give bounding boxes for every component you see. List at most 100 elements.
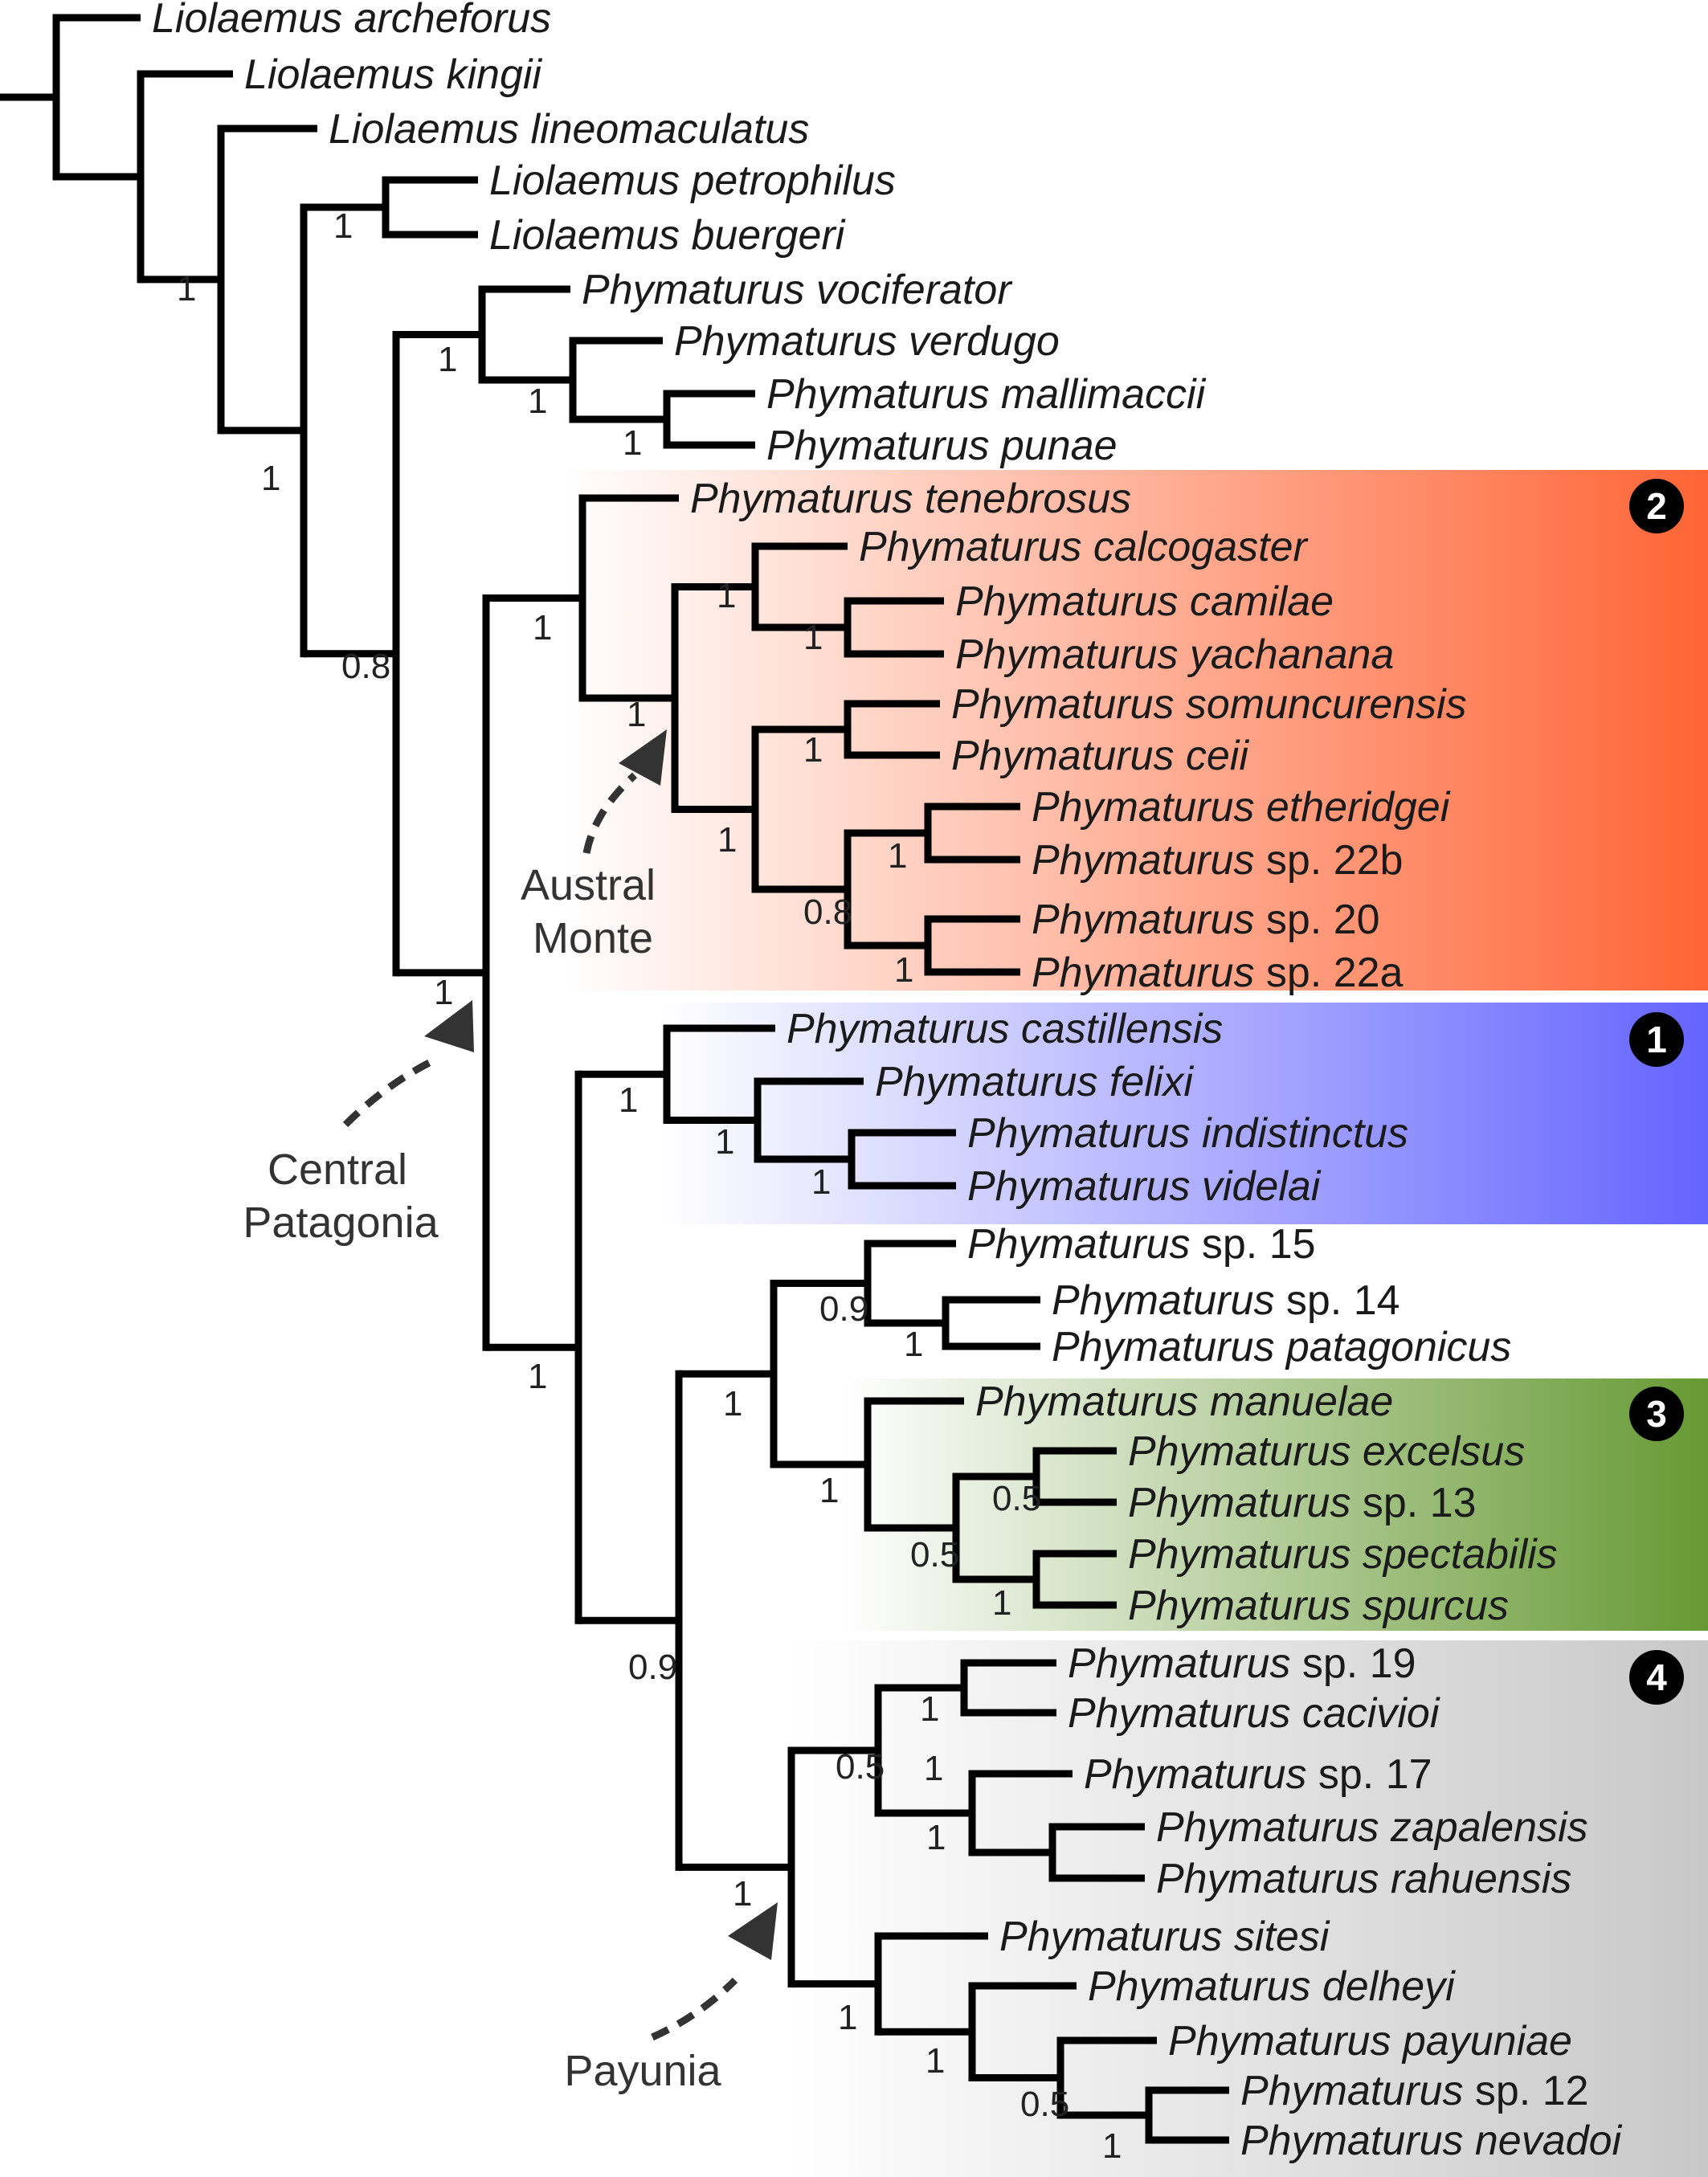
clade-4-highlight bbox=[787, 1640, 1708, 2177]
support-value: 1 bbox=[733, 1874, 752, 1914]
support-value: 1 bbox=[528, 382, 547, 421]
taxon-label: Phymaturus vociferator bbox=[582, 267, 1013, 313]
taxon-label: Phymaturus tenebrosus bbox=[690, 476, 1131, 522]
support-value: 1 bbox=[533, 608, 552, 647]
support-value: 1 bbox=[623, 423, 642, 463]
support-value: 1 bbox=[838, 1998, 857, 2037]
taxon-label: Liolaemus petrophilus bbox=[489, 157, 896, 204]
taxon-label: Phymaturus delheyi bbox=[1088, 1963, 1456, 2010]
taxon-label: Phymaturus payuniae bbox=[1168, 2018, 1572, 2065]
clade-2-badge: 2 bbox=[1629, 479, 1684, 533]
svg-text:4: 4 bbox=[1646, 1656, 1667, 1698]
region-label-payunia: Payunia bbox=[564, 2047, 721, 2095]
support-value: 1 bbox=[926, 1818, 946, 1857]
taxon-label: Phymaturus nevadoi bbox=[1240, 2118, 1622, 2164]
support-value: 1 bbox=[333, 206, 353, 246]
taxon-label: Phymaturus sp. 12 bbox=[1240, 2068, 1589, 2114]
taxon-label: Phymaturus rahuensis bbox=[1156, 1856, 1571, 1902]
taxon-label: Phymaturus sp. 13 bbox=[1128, 1480, 1477, 1526]
region-label-patagonia: Patagonia bbox=[243, 1199, 439, 1247]
support-value: 1 bbox=[723, 1384, 742, 1423]
support-value: 0.5 bbox=[1020, 2085, 1069, 2124]
taxon-label: Phymaturus sp. 15 bbox=[967, 1221, 1316, 1268]
support-value: 1 bbox=[803, 730, 823, 770]
taxon-label: Liolaemus lineomaculatus bbox=[329, 106, 809, 153]
region-label-central: Central bbox=[268, 1146, 407, 1194]
svg-text:3: 3 bbox=[1646, 1393, 1667, 1435]
region-label-austral: Austral bbox=[521, 861, 656, 909]
taxon-label: Phymaturus felixi bbox=[875, 1059, 1194, 1105]
clade-3-highlight bbox=[844, 1378, 1708, 1631]
support-value: 1 bbox=[920, 1689, 939, 1729]
taxon-label: Phymaturus excelsus bbox=[1128, 1428, 1525, 1475]
support-value: 0.5 bbox=[910, 1535, 959, 1575]
taxon-label: Phymaturus yachanana bbox=[955, 631, 1394, 678]
taxon-label: Phymaturus camilae bbox=[955, 578, 1334, 625]
central-patagonia-annotation: Central Patagonia bbox=[243, 1000, 474, 1247]
support-value: 0.9 bbox=[819, 1289, 868, 1329]
taxon-label: Phymaturus etheridgei bbox=[1032, 784, 1451, 831]
payunia-annotation: Payunia bbox=[564, 1902, 778, 2095]
support-value: 1 bbox=[924, 1749, 943, 1788]
support-value: 0.8 bbox=[341, 647, 390, 686]
taxon-label: Phymaturus somuncurensis bbox=[951, 681, 1467, 728]
support-value: 1 bbox=[1102, 2126, 1122, 2166]
support-value: 1 bbox=[803, 618, 823, 657]
taxon-label: Phymaturus sitesi bbox=[999, 1914, 1330, 1960]
support-value: 0.8 bbox=[803, 892, 852, 932]
clade-1-badge: 1 bbox=[1629, 1012, 1684, 1067]
support-value: 1 bbox=[619, 1080, 638, 1120]
taxon-label: Liolaemus archeforus bbox=[152, 0, 551, 42]
support-value: 1 bbox=[177, 269, 196, 308]
support-value: 1 bbox=[888, 836, 907, 876]
support-value: 1 bbox=[261, 459, 280, 498]
support-value: 0.5 bbox=[992, 1479, 1041, 1518]
support-value: 1 bbox=[627, 695, 646, 734]
support-value: 0.5 bbox=[836, 1747, 885, 1787]
region-label-monte: Monte bbox=[533, 914, 653, 962]
taxon-label: Liolaemus buergeri bbox=[489, 212, 846, 259]
taxon-label: Phymaturus sp. 14 bbox=[1052, 1277, 1400, 1324]
taxon-label: Phymaturus punae bbox=[766, 423, 1118, 469]
support-value: 1 bbox=[715, 1122, 734, 1162]
tree-branches bbox=[0, 14, 1229, 2144]
svg-text:1: 1 bbox=[1646, 1019, 1667, 1060]
support-value: 0.9 bbox=[628, 1648, 677, 1687]
taxon-label: Phymaturus sp. 19 bbox=[1068, 1640, 1416, 1687]
support-value: 1 bbox=[811, 1162, 831, 1202]
support-value: 1 bbox=[894, 950, 913, 990]
taxon-label: Phymaturus ceii bbox=[951, 733, 1249, 779]
taxon-label: Phymaturus sp. 22a bbox=[1032, 950, 1404, 996]
support-value: 1 bbox=[992, 1583, 1011, 1623]
clade-1-highlight bbox=[659, 1003, 1708, 1224]
taxon-label: Phymaturus indistinctus bbox=[967, 1110, 1408, 1157]
taxon-label: Phymaturus sp. 22b bbox=[1032, 837, 1403, 884]
taxon-label: Phymaturus zapalensis bbox=[1156, 1804, 1588, 1851]
svg-text:2: 2 bbox=[1646, 485, 1667, 527]
clade-3-badge: 3 bbox=[1629, 1387, 1684, 1441]
taxon-label: Phymaturus verdugo bbox=[674, 318, 1060, 365]
taxon-label: Phymaturus patagonicus bbox=[1052, 1324, 1511, 1370]
support-value: 1 bbox=[904, 1325, 923, 1364]
taxon-label: Phymaturus manuelae bbox=[975, 1378, 1393, 1425]
support-value: 1 bbox=[926, 2041, 945, 2081]
taxon-label: Phymaturus videlai bbox=[967, 1163, 1322, 1210]
support-values: 1 1 1 1 1 1 1 1 1 0.8 1 1 1 1 1 1 1 0.9 0.5 1 0.5 1 1 1 1 1 0.5 1 0.… bbox=[177, 206, 1122, 2166]
austral-monte-annotation: Austral Monte bbox=[521, 729, 667, 962]
taxon-label: Liolaemus kingii bbox=[244, 51, 542, 98]
support-value: 1 bbox=[717, 820, 737, 860]
taxon-label: Phymaturus spectabilis bbox=[1128, 1531, 1558, 1578]
support-value: 1 bbox=[819, 1471, 839, 1510]
taxon-label: Phymaturus castillensis bbox=[787, 1006, 1223, 1052]
support-value: 1 bbox=[434, 973, 453, 1012]
taxon-label: Phymaturus cacivioi bbox=[1068, 1690, 1440, 1737]
taxon-label: Phymaturus spurcus bbox=[1128, 1583, 1509, 1629]
support-value: 1 bbox=[438, 340, 457, 379]
taxon-label: Phymaturus sp. 20 bbox=[1032, 897, 1380, 943]
support-value: 1 bbox=[528, 1357, 547, 1396]
taxon-label: Phymaturus calcogaster bbox=[859, 524, 1309, 570]
taxon-label: Phymaturus sp. 17 bbox=[1084, 1751, 1432, 1798]
clade-4-badge: 4 bbox=[1629, 1650, 1684, 1705]
